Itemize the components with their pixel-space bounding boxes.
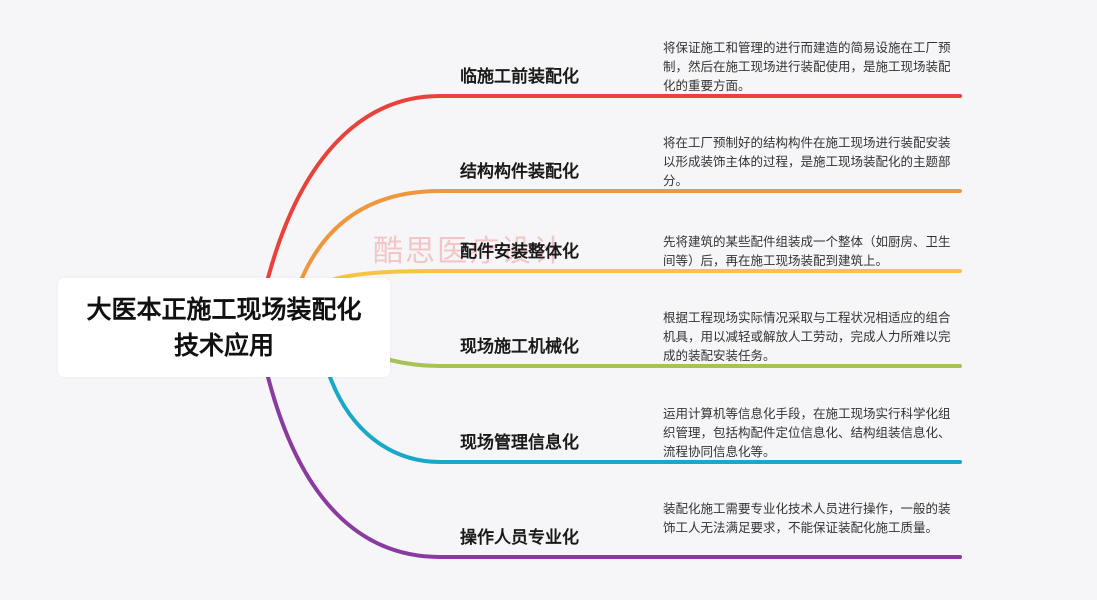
- connector-4: [388, 358, 962, 368]
- branch-desc-6: 装配化施工需要专业化技术人员进行操作，一般的装饰工人无法满足要求，不能保证装配化…: [663, 501, 951, 535]
- connector-5: [328, 375, 962, 464]
- branch-title-3[interactable]: 配件安装整体化: [460, 242, 579, 262]
- central-topic[interactable]: 大医本正施工现场装配化技术应用: [58, 278, 390, 377]
- branch-desc-4: 根据工程现场实际情况采取与工程状况相适应的组合机具，用以减轻或解放人工劳动，完成…: [663, 310, 951, 363]
- branch-desc-1: 将保证施工和管理的进行而建造的简易设施在工厂预制，然后在施工现场进行装配使用，是…: [663, 40, 951, 93]
- connector-2: [300, 189, 962, 280]
- branch-desc-2: 将在工厂预制好的结构构件在施工现场进行装配安装以形成装饰主体的过程，是施工现场装…: [663, 135, 951, 188]
- branch-title-4[interactable]: 现场施工机械化: [460, 337, 579, 357]
- watermark: 酷思医疗设计: [373, 234, 565, 269]
- connector-3: [333, 269, 962, 281]
- connector-6: [266, 375, 962, 559]
- branch-title-6[interactable]: 操作人员专业化: [460, 528, 579, 548]
- branch-desc-5: 运用计算机等信息化手段，在施工现场实行科学化组织管理，包括构配件定位信息化、结构…: [663, 406, 951, 459]
- branch-title-1[interactable]: 临施工前装配化: [460, 67, 579, 87]
- branch-title-5[interactable]: 现场管理信息化: [460, 433, 579, 453]
- central-topic-label: 大医本正施工现场装配化技术应用: [86, 294, 362, 360]
- connector-1: [266, 94, 962, 280]
- branch-desc-3: 先将建筑的某些配件组装成一个整体（如厨房、卫生间等）后，再在施工现场装配到建筑上…: [663, 234, 951, 268]
- branch-title-2[interactable]: 结构构件装配化: [460, 162, 579, 182]
